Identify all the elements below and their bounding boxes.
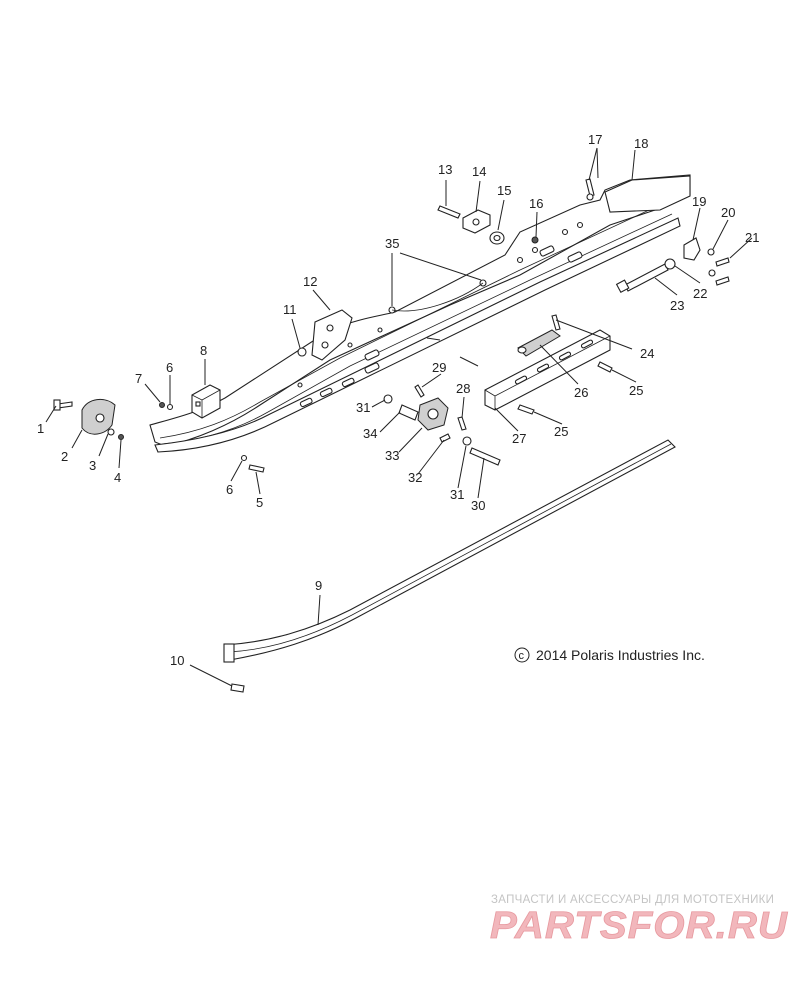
callout-22: 22 [693, 286, 707, 301]
pivot-block [417, 397, 449, 431]
callout-20: 20 [721, 205, 735, 220]
spacer-34 [398, 404, 419, 421]
callout-25a: 25 [629, 383, 643, 398]
rear-bracket [604, 175, 691, 213]
callout-18: 18 [634, 136, 648, 151]
leader-lines [45, 147, 753, 687]
callout-16: 16 [529, 196, 543, 211]
callout-24: 24 [640, 346, 654, 361]
bushing-15 [489, 231, 505, 245]
callout-31b: 31 [450, 487, 464, 502]
long-bolt [615, 263, 669, 294]
callout-25b: 25 [554, 424, 568, 439]
callout-4: 4 [114, 470, 121, 485]
watermark-logo: PARTSFOR.RU [490, 905, 789, 947]
callout-9: 9 [315, 578, 322, 593]
watermark: ЗАПЧАСТИ И АКСЕССУАРЫ ДЛЯ МОТОТЕХНИКИ PA… [490, 894, 789, 947]
callout-12: 12 [303, 274, 317, 289]
copyright-symbol: c [519, 650, 525, 662]
runner-skag [223, 439, 676, 663]
callouts: 1 2 3 4 5 6 6 7 8 9 10 11 12 13 14 15 16… [37, 132, 759, 668]
callout-7: 7 [135, 371, 142, 386]
callout-32: 32 [408, 470, 422, 485]
nut-22 [664, 258, 676, 270]
callout-23: 23 [670, 298, 684, 313]
hardware [53, 178, 730, 693]
callout-15: 15 [497, 183, 511, 198]
callout-27: 27 [512, 431, 526, 446]
callout-11: 11 [283, 302, 297, 317]
callout-10: 10 [170, 653, 184, 668]
callout-26: 26 [574, 385, 588, 400]
callout-6b: 6 [166, 360, 173, 375]
callout-29: 29 [432, 360, 446, 375]
callout-17: 17 [588, 132, 602, 147]
callout-31a: 31 [356, 400, 370, 415]
callout-14: 14 [472, 164, 486, 179]
callout-5: 5 [256, 495, 263, 510]
spacer-block-14 [462, 209, 491, 234]
bumper-block [191, 384, 221, 419]
clamp-bracket [683, 237, 701, 261]
callout-33: 33 [385, 448, 399, 463]
callout-28: 28 [456, 381, 470, 396]
callout-13: 13 [438, 162, 452, 177]
callout-34: 34 [363, 426, 377, 441]
clamp-26 [517, 329, 561, 357]
side-plate [311, 309, 353, 361]
callout-2: 2 [61, 449, 68, 464]
copyright: c 2014 Polaris Industries Inc. [514, 647, 705, 663]
callout-21: 21 [745, 230, 759, 245]
front-cap [81, 398, 116, 435]
callout-8: 8 [200, 343, 207, 358]
callout-1: 1 [37, 421, 44, 436]
callout-30: 30 [471, 498, 485, 513]
callout-19: 19 [692, 194, 706, 209]
copyright-text: 2014 Polaris Industries Inc. [536, 647, 705, 663]
callout-6a: 6 [226, 482, 233, 497]
wear-bar [484, 329, 611, 411]
callout-35: 35 [385, 236, 399, 251]
watermark-tagline: ЗАПЧАСТИ И АКСЕССУАРЫ ДЛЯ МОТОТЕХНИКИ [491, 894, 774, 906]
callout-3: 3 [89, 458, 96, 473]
